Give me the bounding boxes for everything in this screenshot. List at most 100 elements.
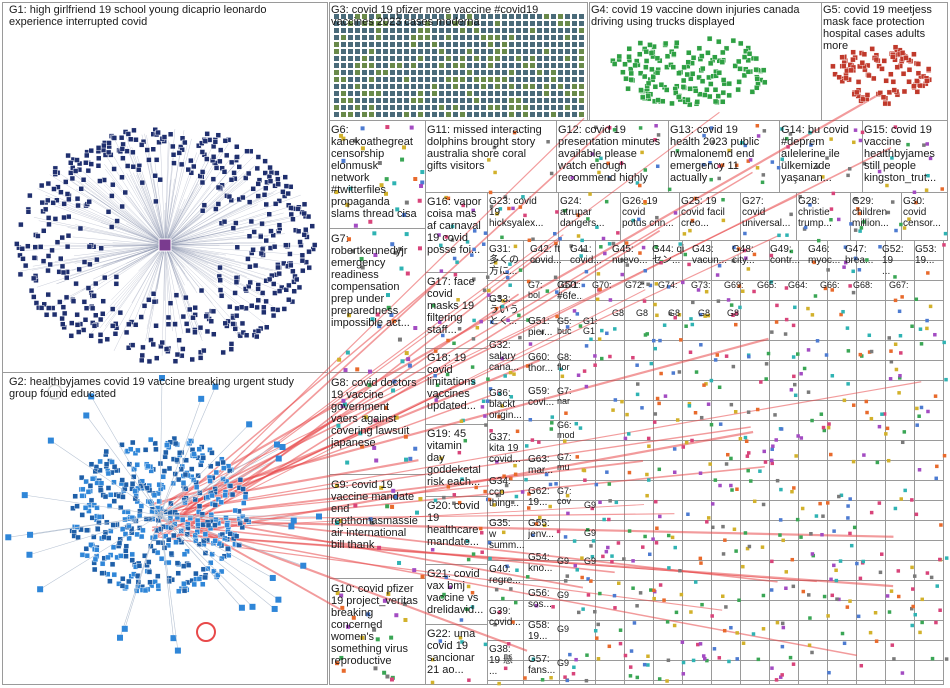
node: [161, 474, 166, 479]
node: [446, 35, 451, 40]
node: [376, 35, 381, 40]
group-box-small: [712, 501, 741, 521]
node: [385, 675, 389, 679]
node: [708, 462, 712, 466]
node: [544, 91, 549, 96]
node: [843, 642, 847, 646]
node: [130, 558, 135, 563]
node: [79, 186, 84, 191]
node: [488, 105, 493, 110]
group-label-g38: G38: 19 懸 ...: [489, 644, 529, 677]
node: [631, 559, 635, 563]
node: [735, 487, 739, 491]
node: [565, 70, 570, 75]
node: [523, 105, 528, 110]
node: [460, 70, 465, 75]
node: [580, 576, 584, 580]
node: [460, 35, 465, 40]
group-label-g9-d: G9: [557, 556, 575, 566]
node: [112, 464, 117, 469]
node: [502, 56, 507, 61]
node: [572, 84, 577, 89]
node: [166, 537, 171, 542]
node: [508, 283, 512, 287]
node: [383, 70, 388, 75]
node: [495, 91, 500, 96]
node: [390, 105, 395, 110]
node: [597, 272, 601, 276]
node: [209, 319, 214, 324]
node: [120, 146, 125, 151]
node: [488, 28, 493, 33]
node: [903, 430, 907, 434]
node: [745, 440, 749, 444]
node: [544, 98, 549, 103]
node: [404, 35, 409, 40]
node: [41, 259, 46, 264]
node: [516, 112, 521, 117]
node: [551, 105, 556, 110]
node: [690, 439, 694, 443]
node: [283, 175, 288, 180]
node: [253, 263, 258, 268]
node: [166, 322, 171, 327]
group-label-g7e: G7: nar: [557, 386, 581, 406]
group-label-g60: G60: thor...: [528, 352, 556, 374]
node: [530, 35, 535, 40]
group-label-g55: G55: jenv...: [528, 518, 556, 540]
node: [46, 306, 51, 311]
node: [558, 70, 563, 75]
node: [649, 588, 653, 592]
node: [544, 42, 549, 47]
node: [667, 534, 671, 538]
node: [544, 63, 549, 68]
group-label-g14: G14: bu covid #deprem aılelerine ile ülk…: [781, 124, 861, 184]
node: [383, 63, 388, 68]
node: [146, 297, 151, 302]
node: [341, 63, 346, 68]
node: [453, 257, 457, 261]
node: [860, 60, 865, 65]
node: [341, 91, 346, 96]
node: [348, 105, 353, 110]
node: [654, 412, 658, 416]
group-box-small: [915, 381, 944, 401]
node: [460, 112, 465, 117]
node: [291, 518, 297, 524]
node: [714, 358, 718, 362]
node: [911, 84, 916, 89]
node: [699, 561, 703, 565]
node: [647, 478, 651, 482]
node: [153, 199, 158, 204]
node: [711, 526, 715, 530]
node: [90, 515, 95, 520]
node: [633, 621, 637, 625]
node: [853, 526, 857, 530]
node: [945, 556, 949, 560]
node: [474, 91, 479, 96]
node: [700, 603, 704, 607]
node: [550, 172, 554, 176]
node: [26, 209, 31, 214]
node: [53, 170, 58, 175]
node: [246, 171, 251, 176]
node: [344, 368, 348, 372]
node: [843, 399, 847, 403]
group-label-g65: G65:: [757, 280, 779, 290]
node: [334, 84, 339, 89]
node: [832, 564, 836, 568]
node: [484, 423, 488, 427]
node: [481, 28, 486, 33]
group-label-g37: G37: kita 19 covid...: [489, 432, 529, 465]
node: [135, 448, 140, 453]
node: [83, 412, 89, 418]
node: [460, 105, 465, 110]
node: [126, 131, 131, 136]
group-label-g39: G39: covid...: [489, 606, 529, 628]
node: [66, 197, 71, 202]
node: [809, 532, 813, 536]
node: [682, 445, 686, 449]
node: [219, 293, 224, 298]
node: [53, 216, 58, 221]
node: [780, 427, 784, 431]
